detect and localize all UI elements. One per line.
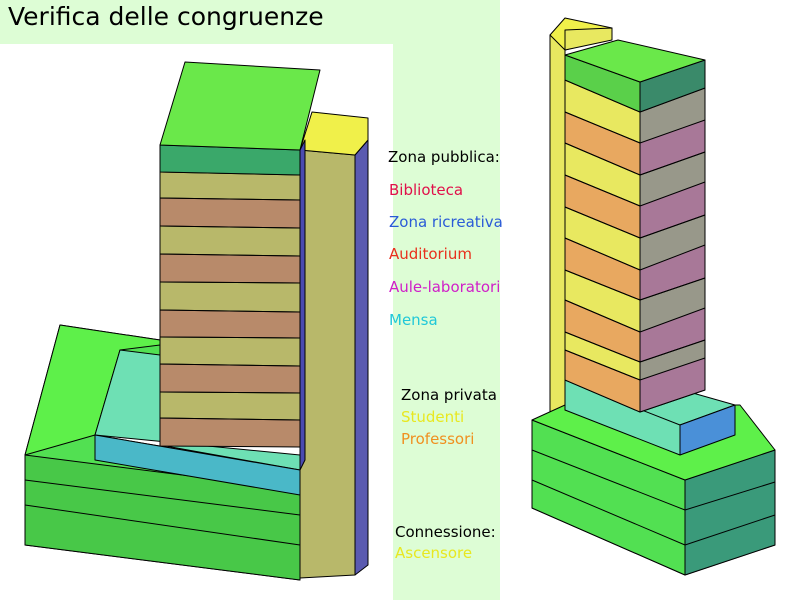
- legend-item-ascensore: Ascensore: [395, 544, 473, 562]
- legend-heading-zona-privata: Zona privata: [401, 386, 497, 404]
- left-building: [24, 61, 369, 581]
- legend-item-auditorium: Auditorium: [389, 245, 472, 263]
- legend-item-aule-laboratori: Aule-laboratori: [389, 278, 501, 296]
- legend-item-mensa: Mensa: [389, 311, 438, 329]
- page-title: Verifica delle congruenze: [8, 2, 324, 31]
- legend-item-professori: Professori: [401, 430, 475, 448]
- legend-item-studenti: Studenti: [401, 408, 465, 426]
- legend-heading-zona-pubblica: Zona pubblica:: [388, 148, 500, 166]
- right-building: [531, 17, 776, 576]
- legend-item-zona-ricreativa: Zona ricreativa: [389, 213, 503, 231]
- legend-item-biblioteca: Biblioteca: [389, 181, 464, 199]
- legend-heading-connessione: Connessione:: [395, 523, 496, 541]
